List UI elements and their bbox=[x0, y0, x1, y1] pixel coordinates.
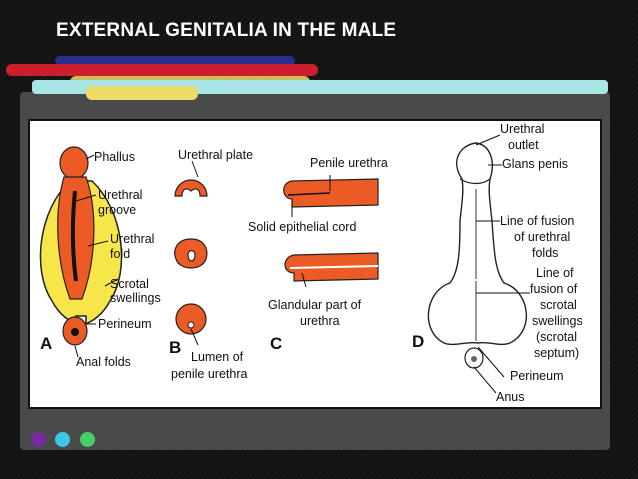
slide-title: EXTERNAL GENITALIA IN THE MALE bbox=[56, 20, 397, 41]
leader-urethral-groove bbox=[75, 194, 97, 202]
leader-perineum-d bbox=[477, 346, 505, 378]
label-urethral-outlet-1: Urethral bbox=[500, 122, 544, 136]
label-fusion-urethral-1: Line of fusion bbox=[500, 214, 574, 228]
label-penile-urethra: Penile urethra bbox=[310, 156, 388, 170]
label-lumen-2: penile urethra bbox=[171, 367, 247, 381]
panel-letter-c: C bbox=[270, 334, 282, 353]
label-lumen-1: Lumen of bbox=[191, 350, 244, 364]
leader-lumen bbox=[190, 328, 199, 346]
leader-anus bbox=[473, 366, 497, 394]
label-fusion-scrotal-6: septum) bbox=[534, 346, 579, 360]
label-fusion-urethral-3: folds bbox=[532, 246, 558, 260]
label-perineum-a: Perineum bbox=[98, 317, 152, 331]
label-solid-cord: Solid epithelial cord bbox=[248, 220, 356, 234]
anal-opening bbox=[71, 328, 79, 336]
leader-urethral-fold bbox=[87, 240, 109, 247]
panel-letter-a: A bbox=[40, 334, 52, 353]
leader-urethral-outlet bbox=[475, 134, 501, 146]
label-anus: Anus bbox=[496, 390, 525, 404]
urethral-fold-shape bbox=[57, 176, 95, 300]
leader-anal-folds bbox=[74, 345, 79, 358]
label-fusion-scrotal-3: scrotal bbox=[540, 298, 577, 312]
panel-letter-d: D bbox=[412, 332, 424, 351]
label-fusion-scrotal-4: swellings bbox=[532, 314, 583, 328]
anus-dot bbox=[471, 356, 477, 362]
label-fusion-scrotal-2: fusion of bbox=[530, 282, 578, 296]
leader-glandular bbox=[301, 272, 307, 288]
nav-dot-green bbox=[80, 432, 95, 447]
genitalia-figure: Phallus Urethral groove Urethral fold Sc… bbox=[28, 119, 602, 409]
figure-svg: Phallus Urethral groove Urethral fold Sc… bbox=[39, 122, 583, 404]
phallus-shape bbox=[59, 146, 89, 180]
panel-d: Urethral outlet Glans penis Line of fusi… bbox=[412, 122, 583, 404]
decor-bar-red bbox=[6, 64, 318, 76]
penile-urethra-section-upper bbox=[283, 178, 379, 208]
label-fusion-urethral-2: of urethral bbox=[514, 230, 570, 244]
panel-b: Urethral plate Lumen of penile urethra B bbox=[169, 148, 253, 381]
label-glandular-1: Glandular part of bbox=[268, 298, 362, 312]
label-urethral-fold-2: fold bbox=[110, 247, 130, 261]
panel-c: Penile urethra Solid epithelial cord Gla… bbox=[248, 156, 388, 353]
leader-urethral-plate bbox=[191, 160, 199, 178]
label-urethral-groove-2: groove bbox=[98, 203, 136, 217]
panel-a: Phallus Urethral groove Urethral fold Sc… bbox=[39, 146, 161, 369]
leader-phallus bbox=[85, 154, 95, 160]
label-urethral-fold-1: Urethral bbox=[110, 232, 154, 246]
label-urethral-plate: Urethral plate bbox=[178, 148, 253, 162]
label-phallus: Phallus bbox=[94, 150, 135, 164]
glandular-line bbox=[289, 265, 379, 269]
label-glans-penis: Glans penis bbox=[502, 157, 568, 171]
nav-dot-cyan bbox=[55, 432, 70, 447]
label-fusion-scrotal-5: (scrotal bbox=[536, 330, 577, 344]
nav-dot-purple bbox=[31, 432, 46, 447]
glans-ridge bbox=[459, 178, 491, 185]
solid-cord-line bbox=[287, 192, 331, 196]
urethral-fold-section bbox=[174, 238, 208, 269]
decor-bar-navy bbox=[55, 56, 295, 66]
penis-outline bbox=[427, 142, 527, 346]
label-urethral-outlet-2: outlet bbox=[508, 138, 539, 152]
label-perineum-d: Perineum bbox=[510, 369, 564, 383]
label-scrotal-2: swellings bbox=[110, 291, 161, 305]
urethral-groove-shape bbox=[70, 190, 78, 282]
decor-bar-yellow-small bbox=[86, 86, 198, 100]
label-scrotal-1: Scrotal bbox=[110, 277, 149, 291]
lumen-section bbox=[175, 303, 207, 335]
label-urethral-groove-1: Urethral bbox=[98, 188, 142, 202]
label-glandular-2: urethra bbox=[300, 314, 340, 328]
lumen-hole bbox=[187, 321, 195, 329]
label-fusion-scrotal-1: Line of bbox=[536, 266, 574, 280]
panel-letter-b: B bbox=[169, 338, 181, 357]
leader-scrotal bbox=[104, 278, 119, 287]
urethral-plate-section bbox=[174, 179, 208, 197]
label-anal-folds: Anal folds bbox=[76, 355, 131, 369]
